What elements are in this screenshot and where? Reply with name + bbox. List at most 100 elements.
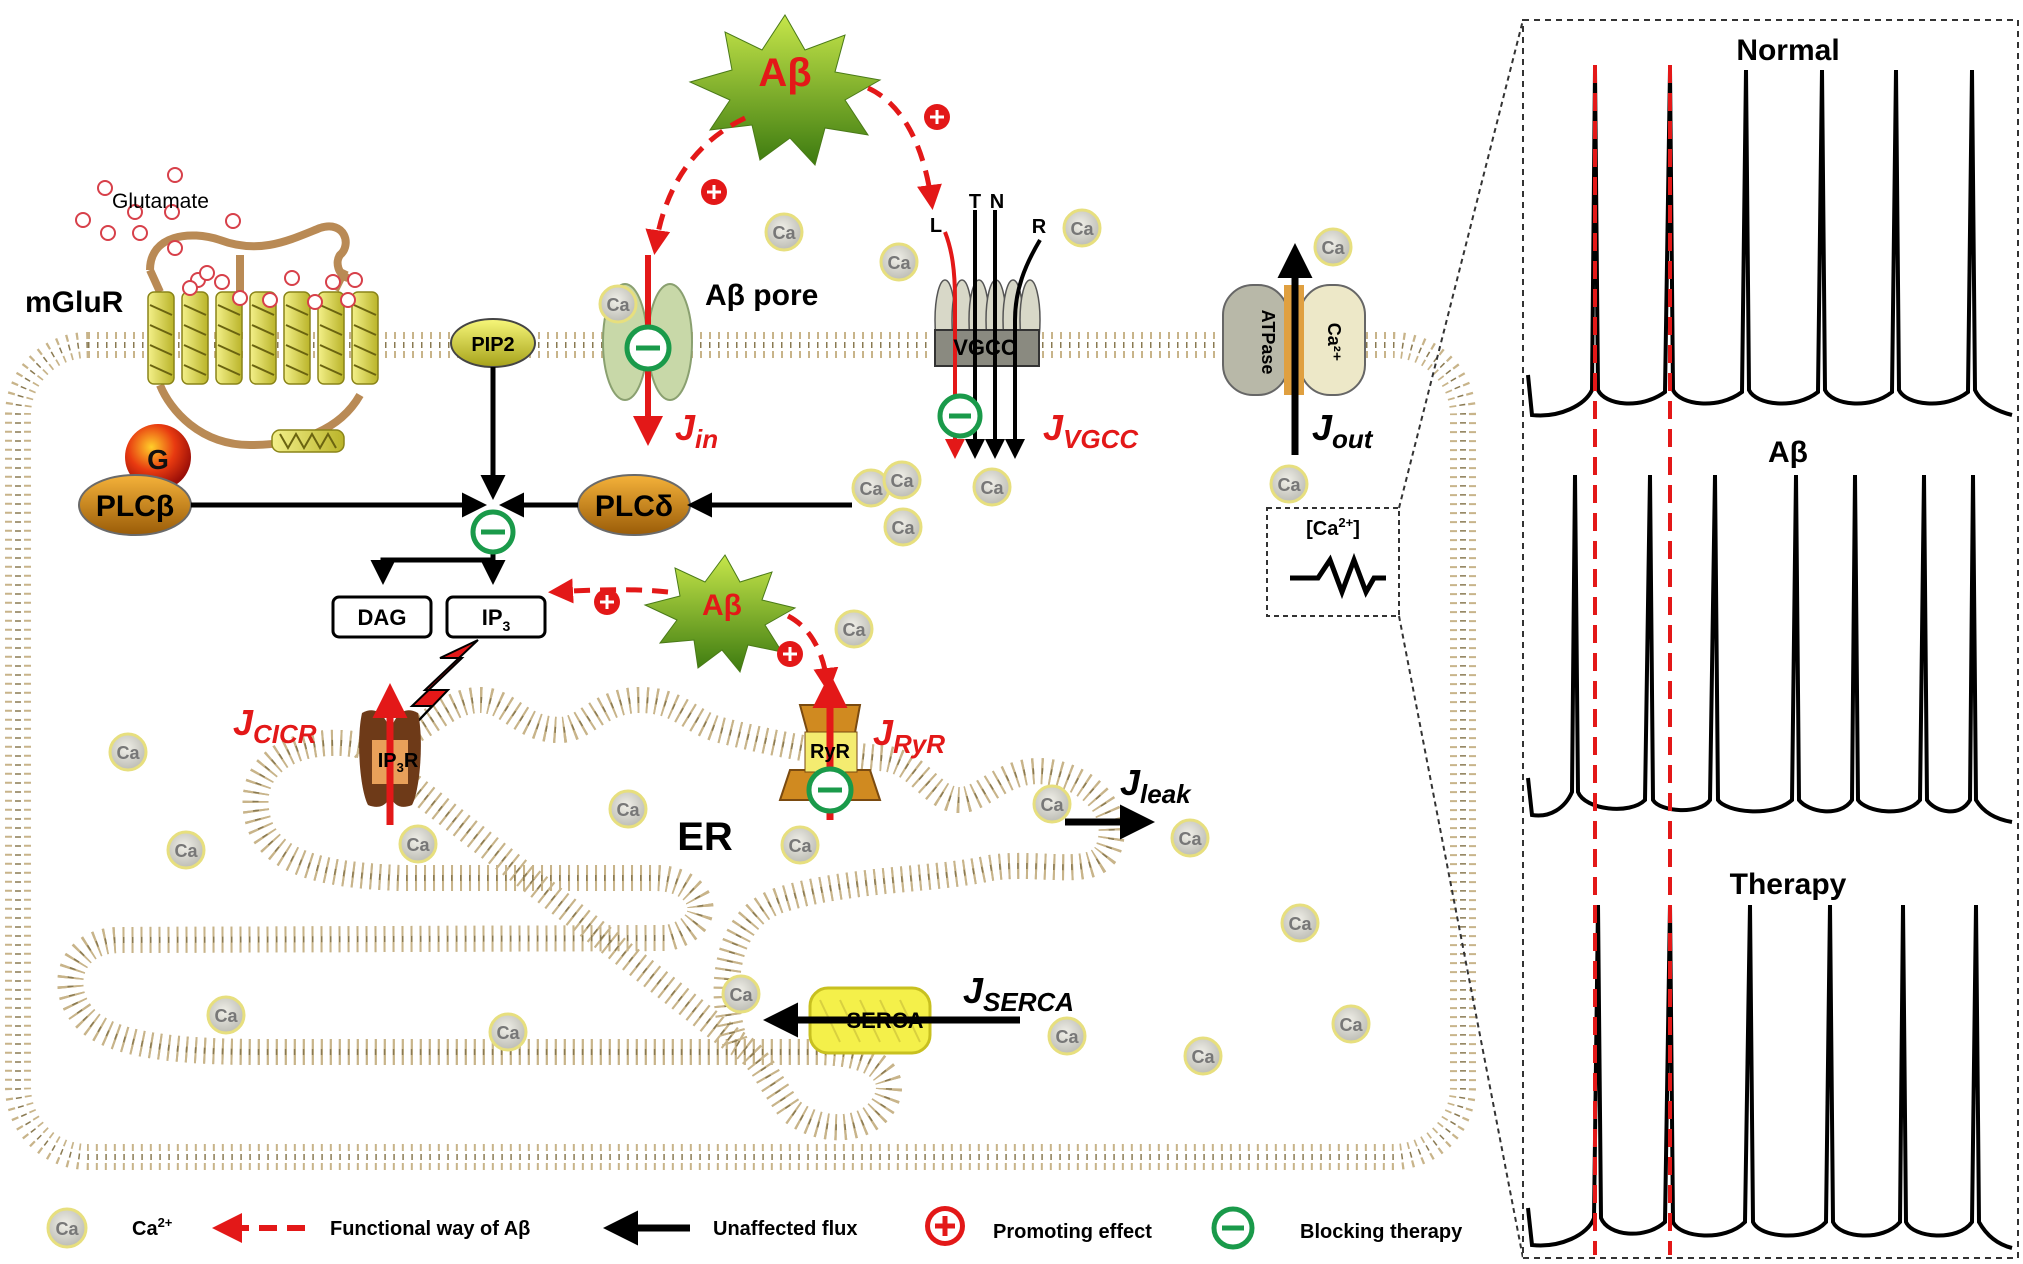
flux-label-cicr: JCICR <box>233 702 317 749</box>
signaling-arrows <box>191 367 852 585</box>
blocking-icon <box>806 766 854 814</box>
promoting-icon <box>594 589 620 615</box>
calcium-ion: Ca <box>879 242 919 282</box>
calcium-ion-label: Ca <box>1321 238 1345 258</box>
calcium-ion-label: Ca <box>1055 1027 1079 1047</box>
blocking-icon <box>470 509 516 555</box>
promoting-markers <box>594 104 950 667</box>
vgcc-type-r: R <box>1032 216 1047 238</box>
calcium-ion-label: Ca <box>891 518 915 538</box>
ip3-label: IP3 <box>482 605 511 634</box>
pip2-label: PIP2 <box>471 334 514 356</box>
calcium-ion-label: Ca <box>788 836 812 856</box>
reference-lines <box>1593 65 1672 1255</box>
glutamate-molecules <box>75 167 363 310</box>
calcium-ion: Ca <box>108 732 148 772</box>
calcium-ion: Ca <box>1331 1004 1371 1044</box>
atpase-label: ATPase <box>1258 310 1278 375</box>
serca-label: SERCA <box>846 1008 923 1033</box>
calcium-ion-label: Ca <box>772 223 796 243</box>
calcium-ion: Ca <box>598 284 638 324</box>
calcium-ion: Ca <box>398 824 438 864</box>
legend-ca-icon <box>46 1207 88 1249</box>
calcium-ion-label: Ca <box>1040 795 1064 815</box>
vgcc-channel <box>934 210 1042 459</box>
dag-label: DAG <box>358 605 407 630</box>
abeta-star-top <box>688 14 882 167</box>
abeta-star-mid <box>643 554 797 674</box>
trace-abeta <box>1526 474 2013 824</box>
calcium-ion: Ca <box>883 507 923 547</box>
calcium-ion: Ca <box>851 468 891 508</box>
legend-promoting-label: Promoting effect <box>993 1221 1152 1243</box>
trace-title-therapy: Therapy <box>1730 868 1847 901</box>
vgcc-type-n: N <box>990 191 1004 213</box>
blocking-icon <box>937 393 983 439</box>
calcium-ion-label: Ca <box>1070 219 1094 239</box>
calcium-ion: Ca <box>488 1012 528 1052</box>
calcium-ion: Ca <box>1062 208 1102 248</box>
calcium-ion-label: Ca <box>842 620 866 640</box>
trace-therapy <box>1526 904 2013 1250</box>
g-protein <box>125 424 191 490</box>
ca-atpase-pump <box>1222 243 1366 455</box>
trace-title-normal: Normal <box>1736 34 1839 67</box>
plc-beta-label: PLCβ <box>96 490 174 523</box>
legend-ca-ion: Ca2+ <box>132 1215 173 1240</box>
er-label: ER <box>677 815 733 859</box>
calcium-ion: Ca <box>780 825 820 865</box>
promoting-icon <box>701 179 727 205</box>
calcium-ion-label: Ca <box>1277 475 1301 495</box>
legend-unaffected-label: Unaffected flux <box>713 1218 857 1240</box>
calcium-ion: Ca <box>1170 818 1210 858</box>
flux-label-in: Jin <box>675 407 718 454</box>
calcium-ion: Ca <box>166 830 206 870</box>
calcium-ion-label: Ca <box>116 743 140 763</box>
flux-label-leak: Jleak <box>1120 762 1192 809</box>
vgcc-type-l: L <box>930 215 942 237</box>
abeta-pore-label: Aβ pore <box>705 279 818 312</box>
calcium-ion: Ca <box>608 789 648 829</box>
calcium-ion: Ca <box>206 995 246 1035</box>
flux-label-vgcc: JVGCC <box>1043 407 1139 454</box>
ip3-box <box>445 595 547 639</box>
calcium-ion-label: Ca <box>1178 829 1202 849</box>
calcium-ion: Ca <box>1047 1016 1087 1056</box>
calcium-ion-label: Ca <box>887 253 911 273</box>
abeta-mid-label: Aβ <box>702 589 742 622</box>
calcium-ion-label: Ca <box>729 985 753 1005</box>
calcium-ion: Ca <box>834 609 874 649</box>
calcium-ion: Ca <box>1313 227 1353 267</box>
serca-pump <box>763 986 1020 1055</box>
mglur-receptor <box>146 222 379 453</box>
promoting-icon <box>777 641 803 667</box>
legend-ca-icon-label: Ca <box>55 1219 79 1239</box>
calcium-ion-label: Ca <box>1288 914 1312 934</box>
blocking-icon <box>624 324 672 372</box>
er-membrane <box>70 686 1111 1127</box>
vgcc-type-t: T <box>969 191 981 213</box>
calcium-ion-label: Ca <box>616 800 640 820</box>
flux-label-serca: JSERCA <box>963 970 1074 1017</box>
promoting-icon <box>925 1206 965 1246</box>
calcium-ion: Ca <box>1280 903 1320 943</box>
dag-box <box>331 595 433 639</box>
calcium-ion-label: Ca <box>174 841 198 861</box>
calcium-ion-label: Ca <box>606 295 630 315</box>
ca2-pump-label: Ca²⁺ <box>1324 323 1344 362</box>
calcium-inset-label: [Ca2+] <box>1306 515 1360 540</box>
calcium-ion: Ca <box>721 974 761 1014</box>
trace-normal <box>1526 69 2013 418</box>
blocking-icon <box>1211 1206 1255 1250</box>
calcium-ion-label: Ca <box>980 478 1004 498</box>
promoting-icon <box>924 104 950 130</box>
plc-delta-label: PLCδ <box>595 490 673 523</box>
legend-blocking-label: Blocking therapy <box>1300 1221 1463 1243</box>
ryr-channel <box>778 673 882 820</box>
glutamate-label: Glutamate <box>112 190 209 213</box>
zoom-connectors <box>1398 19 1524 1259</box>
calcium-ion-label: Ca <box>496 1023 520 1043</box>
cell-membrane <box>5 332 1476 1170</box>
